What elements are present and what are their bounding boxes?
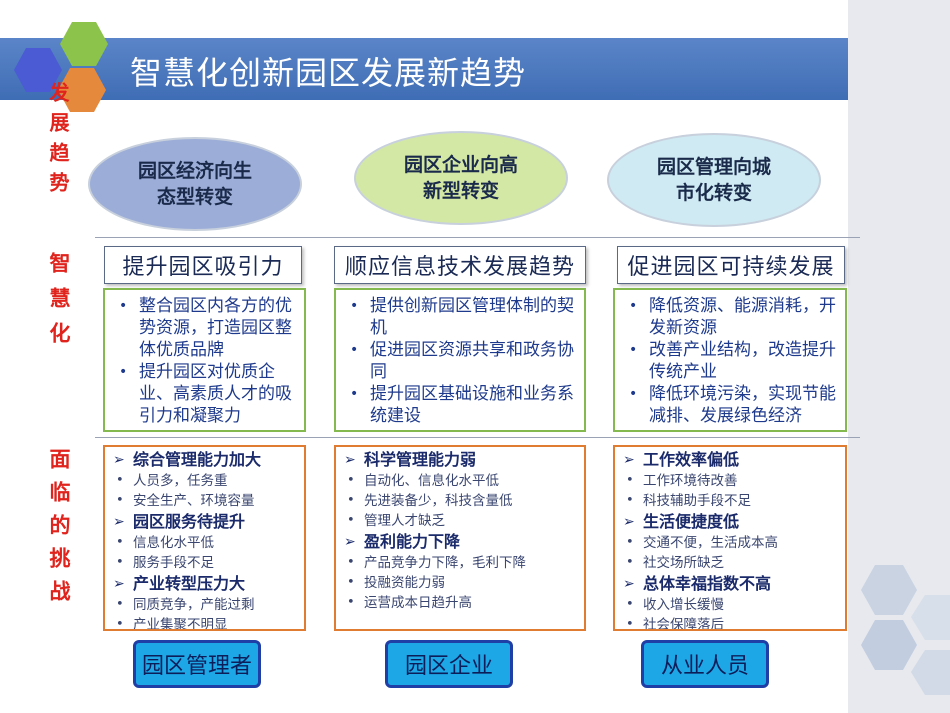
challenge-heading: 总体幸福指数不高 bbox=[623, 573, 841, 595]
heading-attraction: 提升园区吸引力 bbox=[104, 246, 302, 284]
smart-box-3: 降低资源、能源消耗，开发新资源 改善产业结构，改造提升传统产业 降低环境污染，实… bbox=[613, 288, 847, 432]
list-item: 提升园区对优质企业、高素质人才的吸引力和凝聚力 bbox=[115, 361, 298, 427]
heading-it-trend: 顺应信息技术发展趋势 bbox=[334, 246, 586, 284]
challenge-item: 产品竞争力下降，毛利下降 bbox=[344, 553, 580, 573]
side-label-smart: 智慧化 bbox=[44, 252, 74, 357]
challenge-item: 人员多，任务重 bbox=[113, 471, 300, 491]
side-label-challenge: 面临的挑战 bbox=[44, 448, 74, 613]
challenge-heading: 生活便捷度低 bbox=[623, 511, 841, 533]
challenge-heading: 工作效率偏低 bbox=[623, 449, 841, 471]
challenge-item: 科技辅助手段不足 bbox=[623, 491, 841, 511]
challenge-item: 工作环境待改善 bbox=[623, 471, 841, 491]
heading-sustainable: 促进园区可持续发展 bbox=[617, 246, 845, 284]
footer-button-employees[interactable]: 从业人员 bbox=[641, 640, 769, 688]
trend-ellipse-economy: 园区经济向生 态型转变 bbox=[88, 137, 302, 231]
smart-box-2: 提供创新园区管理体制的契机 促进园区资源共享和政务协同 提升园区基础设施和业务系… bbox=[334, 288, 586, 432]
challenge-heading: 科学管理能力弱 bbox=[344, 449, 580, 471]
challenge-heading: 园区服务待提升 bbox=[113, 511, 300, 533]
divider-top bbox=[95, 237, 860, 238]
challenge-item: 信息化水平低 bbox=[113, 533, 300, 553]
trend-ellipse-management: 园区管理向城 市化转变 bbox=[607, 133, 821, 227]
challenge-item: 同质竞争，产能过剩 bbox=[113, 595, 300, 615]
list-item: 降低资源、能源消耗，开发新资源 bbox=[625, 295, 839, 339]
divider-middle bbox=[95, 437, 860, 438]
challenge-item: 自动化、信息化水平低 bbox=[344, 471, 580, 491]
smart-box-1: 整合园区内各方的优势资源，打造园区整体优质品牌 提升园区对优质企业、高素质人才的… bbox=[103, 288, 306, 432]
challenge-item: 安全生产、环境容量 bbox=[113, 491, 300, 511]
challenge-item: 先进装备少，科技含量低 bbox=[344, 491, 580, 511]
list-item: 促进园区资源共享和政务协同 bbox=[346, 339, 578, 383]
hexagon-pattern-decoration bbox=[845, 560, 950, 713]
challenge-item: 收入增长缓慢 bbox=[623, 595, 841, 615]
challenge-heading: 综合管理能力加大 bbox=[113, 449, 300, 471]
trend-ellipse-enterprise: 园区企业向高 新型转变 bbox=[354, 131, 568, 225]
list-item: 改善产业结构，改造提升传统产业 bbox=[625, 339, 839, 383]
challenge-box-managers: 综合管理能力加大 人员多，任务重 安全生产、环境容量 园区服务待提升 信息化水平… bbox=[103, 445, 306, 631]
list-item: 整合园区内各方的优势资源，打造园区整体优质品牌 bbox=[115, 295, 298, 361]
challenge-box-enterprises: 科学管理能力弱 自动化、信息化水平低 先进装备少，科技含量低 管理人才缺乏 盈利… bbox=[334, 445, 586, 631]
challenge-box-employees: 工作效率偏低 工作环境待改善 科技辅助手段不足 生活便捷度低 交通不便，生活成本… bbox=[613, 445, 847, 631]
challenge-item: 社交场所缺乏 bbox=[623, 553, 841, 573]
challenge-item: 投融资能力弱 bbox=[344, 573, 580, 593]
challenge-heading: 产业转型压力大 bbox=[113, 573, 300, 595]
list-item: 降低环境污染，实现节能减排、发展绿色经济 bbox=[625, 383, 839, 427]
side-label-trend: 发展趋势 bbox=[44, 82, 73, 202]
challenge-item: 产业集聚不明显 bbox=[113, 615, 300, 631]
challenge-item: 服务手段不足 bbox=[113, 553, 300, 573]
list-item: 提供创新园区管理体制的契机 bbox=[346, 295, 578, 339]
challenge-item: 社会保障落后 bbox=[623, 615, 841, 631]
challenge-item: 运营成本日趋升高 bbox=[344, 593, 580, 613]
challenge-item: 管理人才缺乏 bbox=[344, 511, 580, 531]
page-title: 智慧化创新园区发展新趋势 bbox=[130, 48, 526, 94]
challenge-heading: 盈利能力下降 bbox=[344, 531, 580, 553]
list-item: 提升园区基础设施和业务系统建设 bbox=[346, 383, 578, 427]
challenge-item: 交通不便，生活成本高 bbox=[623, 533, 841, 553]
footer-button-enterprises[interactable]: 园区企业 bbox=[385, 640, 513, 688]
footer-button-managers[interactable]: 园区管理者 bbox=[133, 640, 261, 688]
